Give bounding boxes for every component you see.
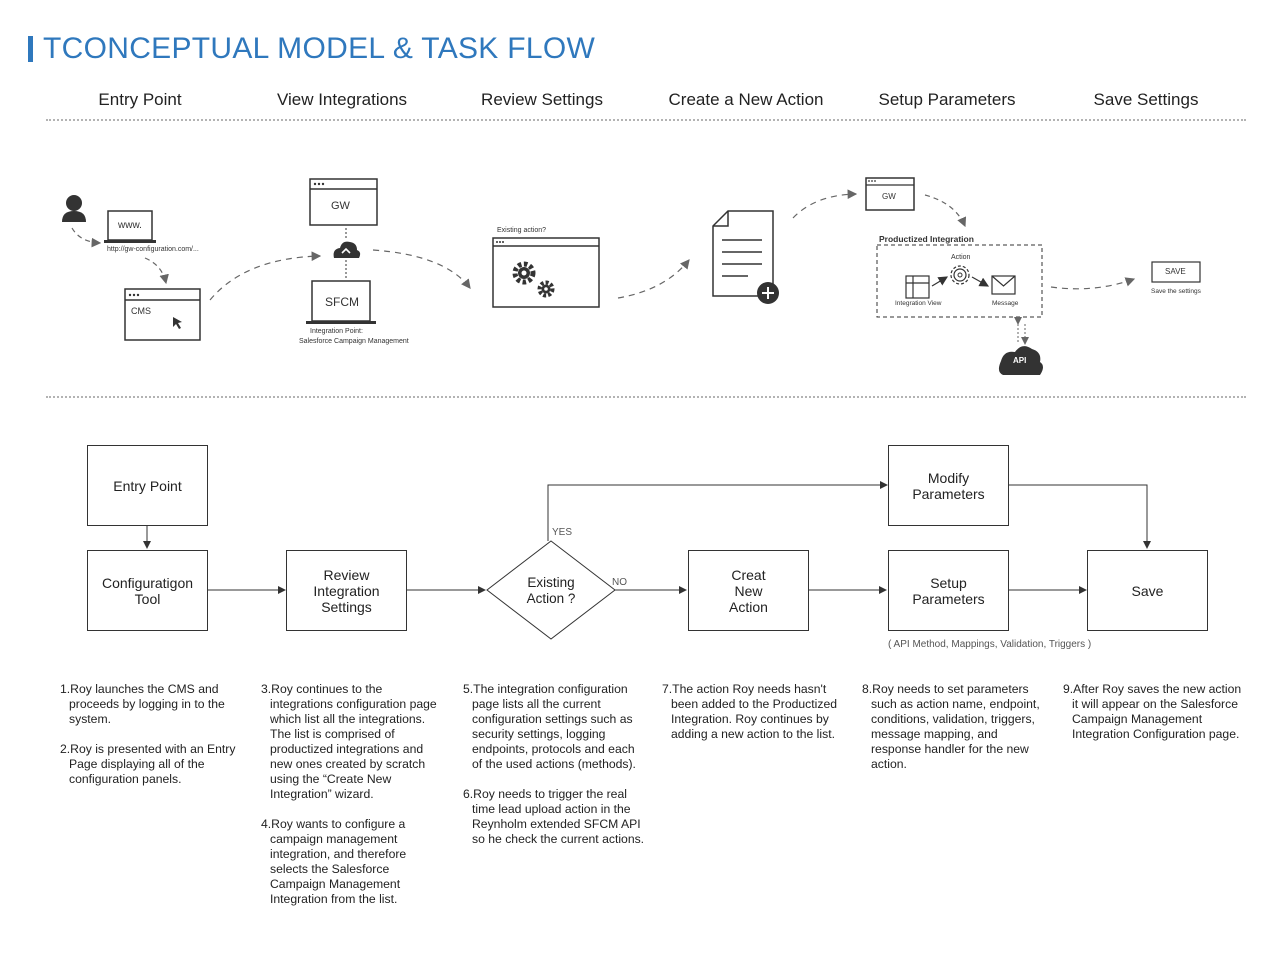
message-label: Message [992,300,1019,307]
flow-review-integration-settings: Review Integration Settings [286,550,407,631]
existing-action-label: Existing action? [497,227,547,234]
flow-arrow-modify-save [1009,484,1151,549]
setup-parameters-note: ( API Method, Mappings, Validation, Trig… [888,639,1092,650]
divider-middle [46,396,1246,398]
arrow-gw-to-productized [924,194,967,228]
phase-setup-parameters: Setup Parameters [878,90,1016,109]
url-label: http://gw-configuration.com/... [107,246,199,253]
www-label: www. [118,220,142,231]
gw-small-label: GW [882,192,896,201]
action-gear-icon [950,265,970,285]
arrow-user-to-browser [71,227,102,248]
phase-entry-point: Entry Point [98,90,182,109]
arrow-action-to-message [971,276,990,287]
flow-configuration-tool: Configuratigon Tool [87,550,208,631]
sfcm-label: SFCM [325,295,359,309]
integration-point-name: Salesforce Campaign Management [299,338,409,345]
title-accent-bar [28,36,33,62]
phase-save-settings: Save Settings [1093,90,1199,109]
message-envelope-icon [991,275,1016,295]
notes-column-2: 3.Roy continues to the integrations conf… [261,682,443,922]
phase-review-settings: Review Settings [481,90,603,109]
arrow-document-to-gw [792,189,858,219]
arrow-settings-to-document [617,259,690,299]
note-step-7: 7.The action Roy needs hasn't been added… [662,682,838,741]
cloud-upload-icon [333,241,361,268]
flow-entry-point: Entry Point [87,445,208,526]
integration-view-icon [905,275,930,299]
note-step-4: 4.Roy wants to configure a campaign mana… [261,817,407,906]
page-title-text: TCONCEPTUAL MODEL & TASK FLOW [43,32,596,65]
save-box-icon [1151,261,1201,283]
arrow-cms-to-gw [209,251,322,301]
flow-save: Save [1087,550,1208,631]
decision-label-1: Existing [527,575,575,590]
note-step-9: 9.After Roy saves the new action it will… [1063,682,1242,741]
api-label: API [1013,356,1027,365]
divider-top [46,119,1246,121]
notes-column-5: 8.Roy needs to set parameters such as ac… [862,682,1044,787]
arrow-productized-to-save [1050,277,1136,290]
note-step-1: 1.Roy launches the CMS and proceeds by l… [60,682,225,726]
flow-arrow-decision-yes [547,481,888,541]
new-document-icon [712,210,779,304]
action-label: Action [951,254,971,261]
note-step-3: 3.Roy continues to the integrations conf… [261,682,437,801]
productized-integration-box [876,244,1043,318]
productized-label: Productized Integration [879,234,974,244]
gw-small-window-icon [865,177,915,211]
save-caption: Save the settings [1151,288,1201,295]
gw-window-icon [309,178,378,226]
cms-window-icon [124,288,201,341]
decision-yes-label: YES [552,527,573,538]
decision-diamond [486,540,616,640]
note-step-2: 2.Roy is presented with an Entry Page di… [60,742,236,786]
arrow-sfcm-to-settings [372,249,471,289]
flow-setup-parameters: Setup Parameters [888,550,1009,631]
settings-window-icon [492,237,600,308]
arrow-view-to-action [931,276,949,287]
notes-column-3: 5.The integration configuration page lis… [463,682,645,862]
note-step-6: 6.Roy needs to trigger the real time lea… [463,787,645,846]
notes-column-6: 9.After Roy saves the new action it will… [1063,682,1245,757]
notes-column-4: 7.The action Roy needs hasn't been added… [662,682,844,757]
notes-column-1: 1.Roy launches the CMS and proceeds by l… [60,682,242,802]
note-step-8: 8.Roy needs to set parameters such as ac… [862,682,1040,771]
save-icon-label: SAVE [1165,267,1186,276]
cms-label: CMS [131,306,151,316]
sfcm-laptop-icon [306,280,376,324]
phase-view-integrations: View Integrations [276,90,408,109]
flow-modify-parameters: Modify Parameters [888,445,1009,526]
api-cloud-icon [998,346,1043,375]
note-step-5: 5.The integration configuration page lis… [463,682,636,771]
gw-label: GW [331,200,350,212]
laptop-icon [104,210,156,243]
user-icon [62,195,86,222]
page-title: TCONCEPTUAL MODEL & TASK FLOW [28,34,595,64]
decision-label-2: Action ? [526,591,576,606]
integration-view-label: Integration View [895,300,942,307]
integration-point-label: Integration Point: [310,328,363,335]
flow-create-new-action: Creat New Action [688,550,809,631]
phase-create-new-action: Create a New Action [668,90,824,109]
decision-no-label: NO [612,577,627,588]
arrow-browser-to-cms [144,257,169,285]
